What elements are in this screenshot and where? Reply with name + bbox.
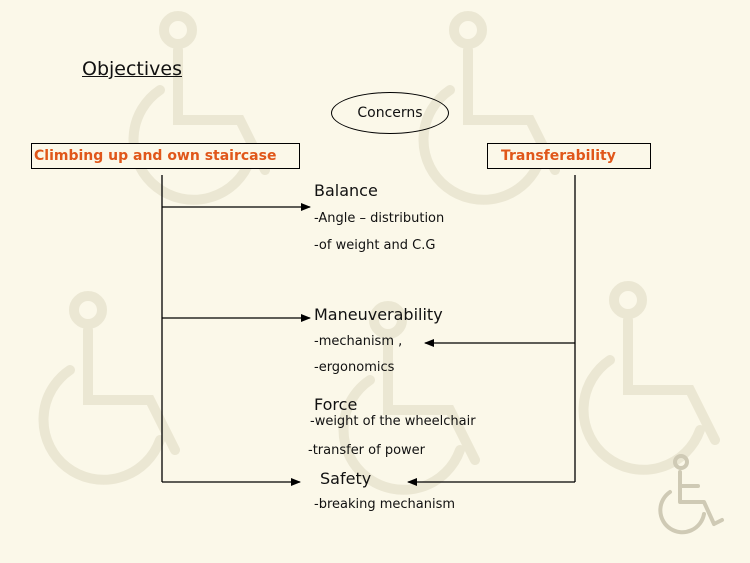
force-heading: Force	[314, 395, 358, 414]
force-item: -weight of the wheelchair	[310, 414, 476, 429]
maneuverability-item: -mechanism ,	[314, 334, 403, 349]
force-item: -transfer of power	[308, 443, 426, 458]
concerns-oval: Concerns	[331, 92, 449, 134]
balance-item: -Angle – distribution	[314, 211, 445, 226]
concerns-label: Concerns	[357, 105, 423, 121]
transferability-box: Transferability	[487, 143, 651, 169]
safety-item: -breaking mechanism	[314, 497, 456, 512]
objectives-title: Objectives	[82, 58, 182, 80]
safety-heading: Safety	[320, 469, 372, 488]
climbing-box-label: Climbing up and own staircase	[34, 148, 277, 164]
maneuverability-item: -ergonomics	[314, 360, 395, 375]
balance-item: -of weight and C.G	[314, 238, 436, 253]
wheelchair-icon	[658, 454, 724, 535]
maneuverability-heading: Maneuverability	[314, 305, 443, 324]
balance-heading: Balance	[314, 181, 378, 200]
climbing-box: Climbing up and own staircase	[31, 143, 300, 169]
transferability-box-label: Transferability	[501, 148, 616, 164]
